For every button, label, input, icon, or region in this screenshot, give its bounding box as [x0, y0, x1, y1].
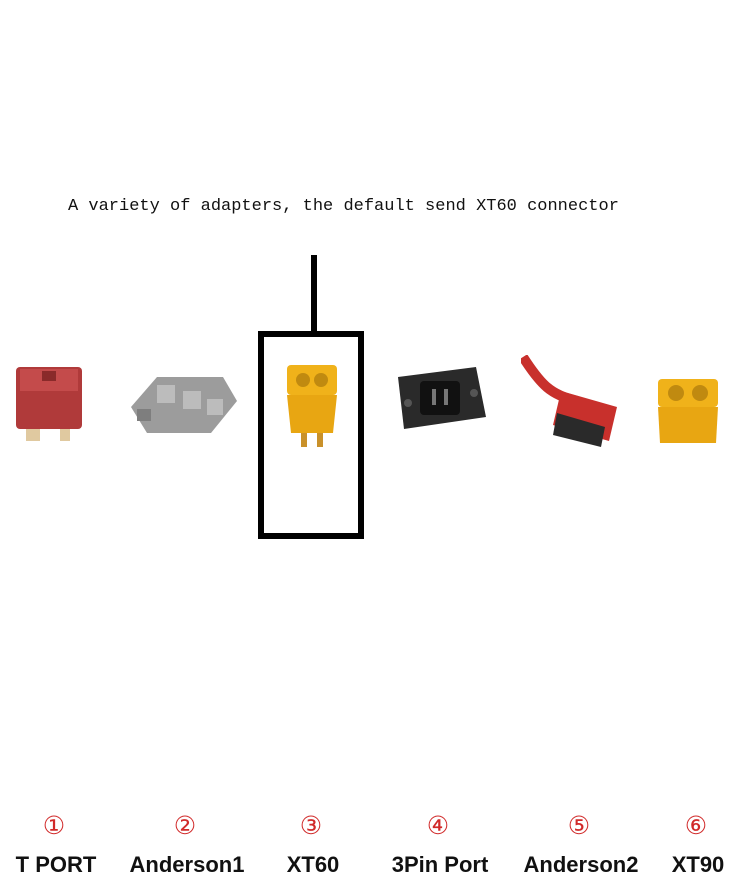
xt90-image	[658, 379, 718, 443]
3pin-port-image	[398, 367, 486, 429]
connector-label: XT90	[671, 852, 725, 877]
xt60-image	[287, 365, 337, 447]
connector-xt90: ⑥ XT90	[638, 355, 750, 877]
connector-number: ③	[299, 812, 323, 840]
anderson2-image	[521, 355, 617, 447]
connector-anderson2: ⑤ Anderson2	[521, 355, 638, 877]
connector-3pin-port: ④ 3Pin Port	[380, 355, 496, 877]
connector-number: ⑤	[567, 812, 591, 840]
connector-anderson1: ② Anderson1	[127, 355, 244, 877]
anderson1-image	[131, 377, 237, 433]
connector-number: ①	[42, 812, 66, 840]
connector-number: ⑥	[684, 812, 708, 840]
pointer-line	[311, 255, 317, 333]
t-port-image	[16, 367, 82, 441]
default-connector-highlight	[258, 331, 364, 539]
connector-number: ④	[426, 812, 450, 840]
connector-number: ②	[173, 812, 197, 840]
connector-t-port: ① T PORT	[0, 355, 112, 877]
connector-xt60: ③ XT60	[253, 355, 369, 877]
caption-text: A variety of adapters, the default send …	[68, 197, 619, 216]
